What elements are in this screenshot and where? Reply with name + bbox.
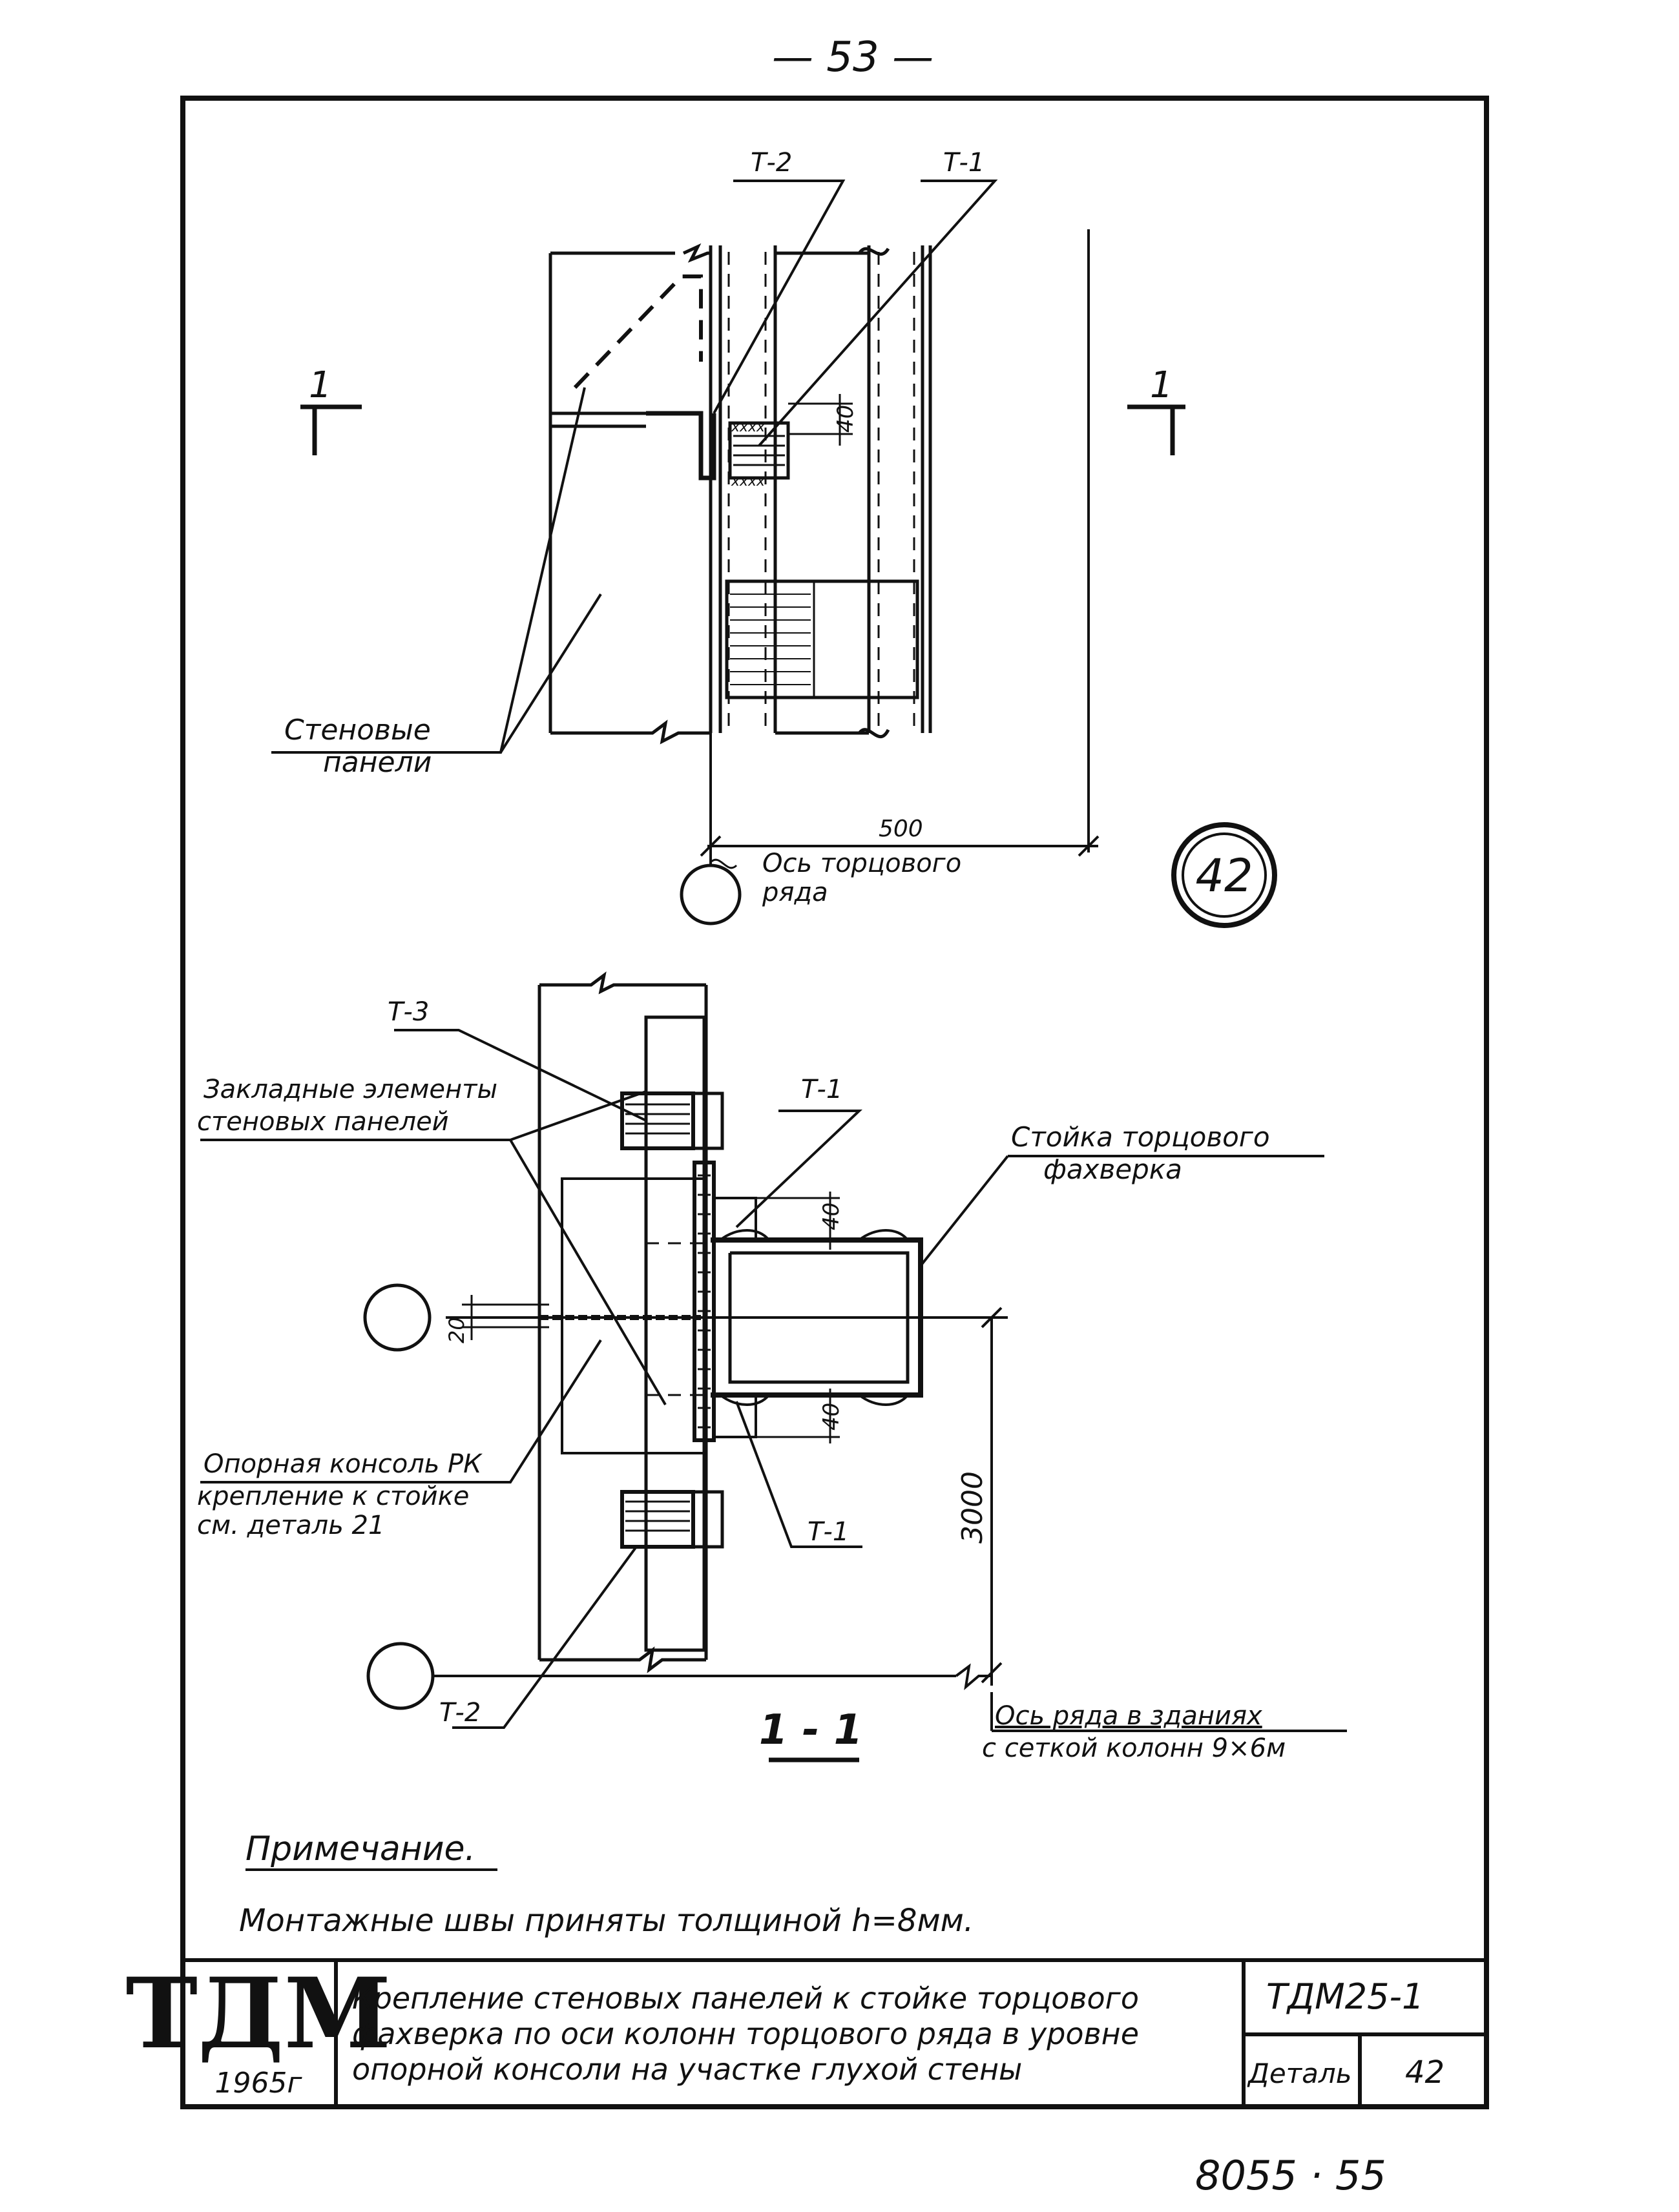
weld-mark: xxxx [731, 419, 766, 435]
note: Примечание. Монтажные швы приняты толщин… [239, 1830, 974, 1939]
detail-label: Деталь [1247, 2058, 1351, 2089]
top-view: xxxx xxxx 40 Т-2 Т-1 1 1 Стеновые [271, 148, 1277, 928]
dim-3000: 3000 [956, 1471, 989, 1544]
wall-panels-line1: Стеновые [284, 714, 431, 747]
support-hatch [730, 594, 811, 685]
note-title: Примечание. [245, 1830, 475, 1868]
wall-panels-line2: панели [323, 746, 432, 779]
console-line2: крепление к стойке [197, 1482, 469, 1511]
dim-40-upper: 40 [819, 1203, 844, 1230]
section-mark-left: 1 [309, 364, 332, 406]
embedded-line1: Закладные элементы [203, 1075, 497, 1104]
section-title: 1 - 1 [759, 1706, 862, 1754]
dim-40-lower: 40 [819, 1403, 844, 1431]
axis-label-line2: ряда [762, 878, 828, 907]
label-t3: Т-3 [388, 997, 429, 1027]
drawing-code: ТДМ25-1 [1266, 1976, 1424, 2017]
dim-40-top: 40 [833, 405, 859, 433]
t2-hatch [625, 1500, 690, 1532]
sheet-frame [180, 96, 1489, 2109]
label-t1-top: Т-1 [943, 148, 985, 178]
label-t2-section: Т-2 [439, 1698, 481, 1728]
console-line1: Опорная консоль РК [203, 1449, 483, 1479]
label-t1-upper: Т-1 [801, 1075, 842, 1104]
description-line3: опорной консоли на участке глухой стены [352, 2052, 1022, 2087]
row-axis-line2: с сеткой колонн 9×6м [982, 1733, 1286, 1763]
detail-number: 42 [1405, 2054, 1444, 2091]
dim-20: 20 [444, 1317, 469, 1343]
description-line2: фахверка по оси колонн торцового ряда в … [352, 2016, 1139, 2051]
note-text: Монтажные швы приняты толщиной h=8мм. [239, 1903, 974, 1939]
post-label-line1: Стойка торцового [1011, 1121, 1270, 1153]
label-t1-lower: Т-1 [808, 1517, 849, 1547]
axis-label-line1: Ось торцового [762, 849, 961, 878]
detail-marker: 42 [1195, 849, 1253, 902]
dim-500: 500 [879, 816, 923, 842]
embedded-line2: стеновых панелей [197, 1107, 449, 1137]
page-number: — 53 — [772, 34, 933, 81]
post-label-line2: фахверка [1043, 1153, 1182, 1185]
title-block: ТДМ 1965г Крепление стеновых панелей к с… [125, 1957, 1486, 2107]
description-line1: Крепление стеновых панелей к стойке торц… [352, 1981, 1139, 2016]
t3-hatch [625, 1103, 690, 1135]
console-line3: см. деталь 21 [197, 1511, 384, 1540]
archive-number: 8055 · 55 [1195, 2152, 1386, 2199]
label-t2-top: Т-2 [751, 148, 792, 178]
logo: ТДМ [125, 1957, 391, 2071]
row-axis-line1: Ось ряда в зданиях [995, 1701, 1262, 1731]
section-mark-right: 1 [1150, 364, 1173, 406]
t1-hatch [733, 435, 785, 466]
weld-mark: xxxx [731, 473, 766, 490]
section-view: 20 40 40 3000 Т-3 Т-1 Т-1 Т-2 Закладные … [197, 971, 1347, 1763]
year: 1965г [214, 2067, 302, 2100]
